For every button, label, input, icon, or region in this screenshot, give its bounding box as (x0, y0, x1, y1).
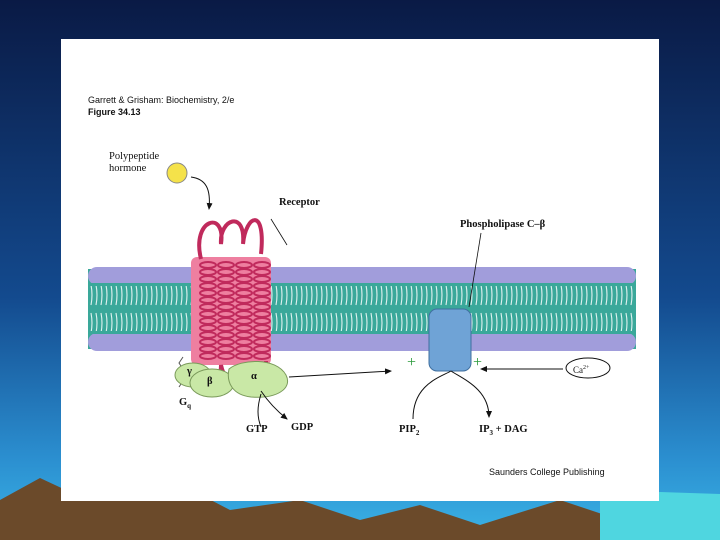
gamma-subunit-label: γ (187, 366, 192, 377)
receptor-protein (191, 218, 271, 386)
pip2-label: PIP2 (399, 424, 420, 438)
lipid-bilayer (88, 267, 636, 351)
ip3-dag-label: IP3 + DAG (479, 424, 528, 438)
figure-number: Figure 34.13 (88, 107, 141, 117)
gtp-label: GTP (246, 424, 268, 435)
phospholipase-c-protein (428, 308, 472, 372)
gq-label: Gq (179, 397, 192, 411)
g-protein (174, 356, 289, 398)
beta-subunit-label: β (207, 376, 213, 387)
pathway-arrows (190, 176, 563, 428)
phospholipase-label: Phospholipase C–β (460, 219, 546, 230)
signaling-diagram (88, 162, 636, 428)
book-title: Garrett & Grisham: Biochemistry, 2/e (88, 95, 235, 105)
figure-slide: Garrett & Grisham: Biochemistry, 2/e Fig… (61, 39, 659, 501)
calcium-ion (565, 357, 611, 379)
plus-sign-right: + (473, 354, 483, 371)
receptor-label: Receptor (279, 197, 320, 208)
calcium-label: Ca2+ (573, 365, 590, 375)
hormone-label: Polypeptide hormone (109, 151, 160, 174)
plus-sign-left: + (407, 354, 417, 371)
alpha-subunit-label: α (251, 371, 257, 382)
gdp-label: GDP (291, 422, 314, 433)
hormone-molecule (166, 162, 188, 184)
publisher-credit: Saunders College Publishing (489, 467, 605, 477)
